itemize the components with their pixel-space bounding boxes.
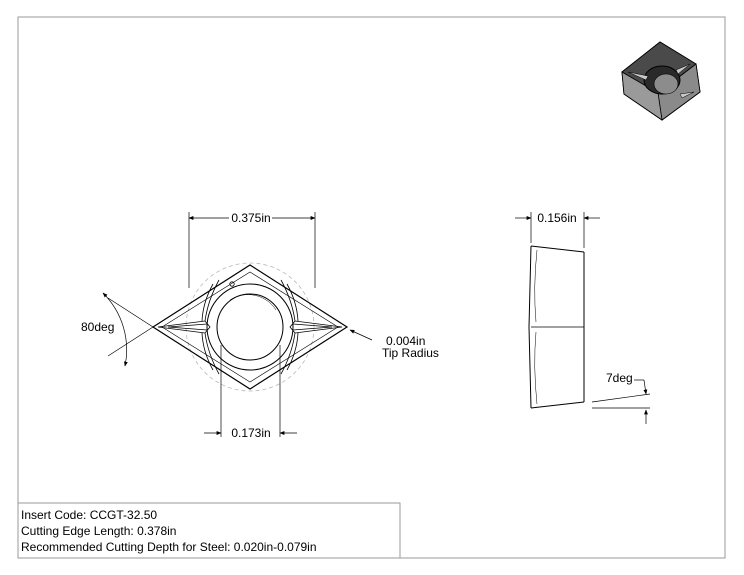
- thickness-dimension: [515, 212, 600, 248]
- spec-cutting-edge-length: Cutting Edge Length: 0.378in: [21, 524, 177, 538]
- center-hole-outer: [206, 283, 294, 371]
- center-hole-inner: [216, 293, 284, 361]
- side-profile: [529, 246, 584, 402]
- chipbreaker-right: [280, 279, 343, 375]
- front-view: 0.375in 80deg 0.004in Tip Radius 0.173in: [81, 211, 439, 440]
- hidden-inscribed-circle: [185, 262, 315, 392]
- insert-outline: [151, 264, 349, 390]
- angle-dim-label: 80deg: [81, 320, 114, 334]
- angle-dimension: [102, 292, 154, 367]
- hole-dimension: [204, 345, 297, 437]
- marking-dot: [229, 281, 235, 287]
- isometric-view: [621, 41, 701, 121]
- drawing-frame: [17, 16, 726, 559]
- spec-insert-code: Insert Code: CCGT-32.50: [21, 508, 158, 522]
- tip-radius-leader: [349, 329, 373, 341]
- clearance-angle-label: 7deg: [606, 371, 633, 385]
- side-view: 0.156in 7deg: [515, 211, 651, 424]
- chipbreaker-left: [157, 279, 220, 375]
- width-dimension: [188, 212, 316, 288]
- thickness-dim-label: 0.156in: [537, 211, 576, 225]
- hole-dim-label: 0.173in: [231, 426, 270, 440]
- spec-cutting-depth: Recommended Cutting Depth for Steel: 0.0…: [21, 540, 317, 554]
- tip-radius-value: 0.004in: [386, 334, 425, 348]
- tip-radius-label: Tip Radius: [382, 346, 439, 360]
- width-dim-label: 0.375in: [231, 211, 270, 225]
- clearance-angle-dimension: [591, 379, 651, 424]
